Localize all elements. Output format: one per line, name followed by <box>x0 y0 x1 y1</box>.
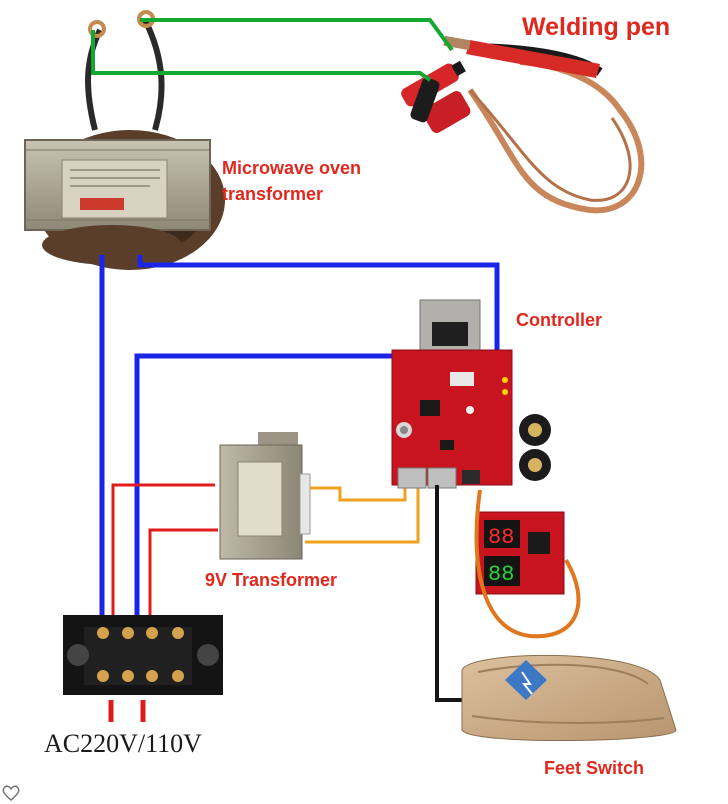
blue-wires <box>99 255 500 628</box>
svg-text:88: 88 <box>488 562 514 587</box>
display-board: 88 88 <box>475 511 565 595</box>
pen-connector <box>410 77 440 123</box>
transformer-9v-label: 9V Transformer <box>205 570 338 590</box>
heart-icon[interactable] <box>0 782 22 804</box>
pen-tip-red <box>466 40 600 78</box>
welding-pen <box>401 35 645 214</box>
foot-pedal <box>461 654 677 742</box>
ac-input-label: AC220V/110V <box>44 729 202 758</box>
svg-text:88: 88 <box>488 525 514 550</box>
blue-wire-top <box>137 255 500 358</box>
feet-switch-label: Feet Switch <box>544 758 645 778</box>
controller-board <box>391 299 551 489</box>
pedal-logo <box>505 660 547 700</box>
controller-label: Controller <box>516 310 603 330</box>
orange-wires <box>305 482 420 544</box>
welding-pen-label: Welding pen <box>522 13 671 41</box>
pen-handle <box>422 91 471 133</box>
green-wire-top <box>140 18 454 52</box>
microwave-transformer-label-line2: transformer <box>222 184 324 204</box>
ribbon-cable <box>474 489 581 639</box>
copper-lead <box>468 88 632 202</box>
red-wire-outer <box>111 483 215 630</box>
small-transformer-9v <box>219 432 311 560</box>
blue-wire-ctrl <box>134 353 406 628</box>
red-wire-inner <box>148 528 218 630</box>
microwave-transformer-label-line1: Microwave oven <box>222 158 362 178</box>
black-wire-pedal <box>435 485 462 702</box>
terminal-strip <box>63 615 223 695</box>
ac-input-leads <box>108 700 146 722</box>
green-wire-bottom <box>91 30 432 82</box>
microwave-transformer <box>24 10 225 270</box>
copper-lead <box>467 59 645 214</box>
red-wires <box>111 483 218 630</box>
green-wires <box>91 18 454 82</box>
